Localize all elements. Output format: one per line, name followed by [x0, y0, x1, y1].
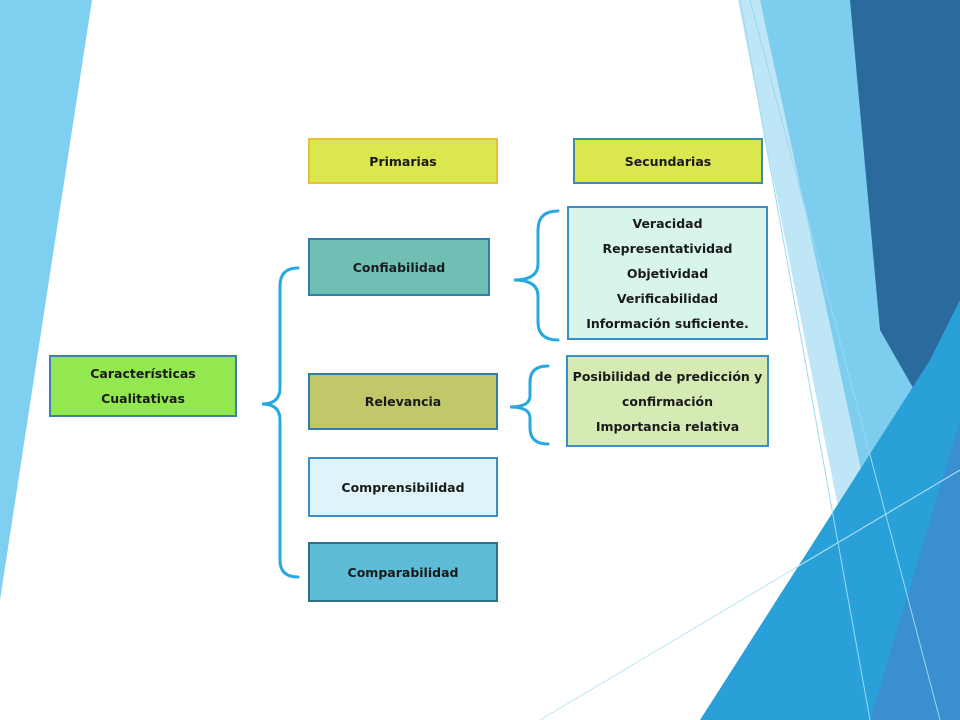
- primary-node-confiabilidad: Confiabilidad: [308, 238, 490, 296]
- secondary-item: Importancia relativa: [595, 418, 740, 434]
- root-line-1: Características: [90, 366, 196, 381]
- secondary-item: Representatividad: [602, 240, 733, 256]
- primary-node-label: Comprensibilidad: [341, 479, 465, 495]
- secondary-item: Veracidad: [632, 215, 703, 231]
- secondary-node-relevancia: Posibilidad de predicción y confirmación…: [566, 355, 769, 447]
- primary-node-comprensibilidad: Comprensibilidad: [308, 457, 498, 517]
- relevancia-bracket: [509, 364, 550, 446]
- right-dark-shape: [850, 0, 960, 470]
- right-deep-shape: [870, 420, 960, 720]
- root-line-2: Cualitativas: [101, 391, 185, 406]
- header-primarias-label: Primarias: [369, 153, 437, 169]
- header-primarias: Primarias: [308, 138, 498, 184]
- primary-node-label: Confiabilidad: [352, 259, 446, 275]
- secondary-item: Verificabilidad: [616, 290, 719, 306]
- primary-node-label: Relevancia: [364, 394, 442, 409]
- root-node-caracteristicas-cualitativas: Características Cualitativas: [49, 355, 237, 417]
- primary-node-comparabilidad: Comparabilidad: [308, 542, 498, 602]
- confiabilidad-bracket: [513, 209, 560, 342]
- primary-bracket: [261, 266, 300, 579]
- header-secundarias-label: Secundarias: [624, 153, 712, 169]
- right-thin-line-2: [749, 0, 941, 720]
- secondary-item: Información suficiente.: [586, 315, 749, 331]
- secondary-item: confirmación: [622, 393, 713, 409]
- primary-node-relevancia: Relevancia: [308, 373, 498, 430]
- primary-node-label: Comparabilidad: [347, 564, 459, 580]
- right-mid-shape: [700, 300, 960, 720]
- bottom-thin-line: [539, 469, 960, 720]
- secondary-item: Posibilidad de predicción y: [572, 368, 763, 384]
- secondary-item: Objetividad: [626, 265, 709, 281]
- secondary-node-confiabilidad: Veracidad Representatividad Objetividad …: [567, 206, 768, 340]
- left-triangle-shape: [0, 0, 92, 600]
- right-thin-line-1: [739, 0, 871, 720]
- header-secundarias: Secundarias: [573, 138, 763, 184]
